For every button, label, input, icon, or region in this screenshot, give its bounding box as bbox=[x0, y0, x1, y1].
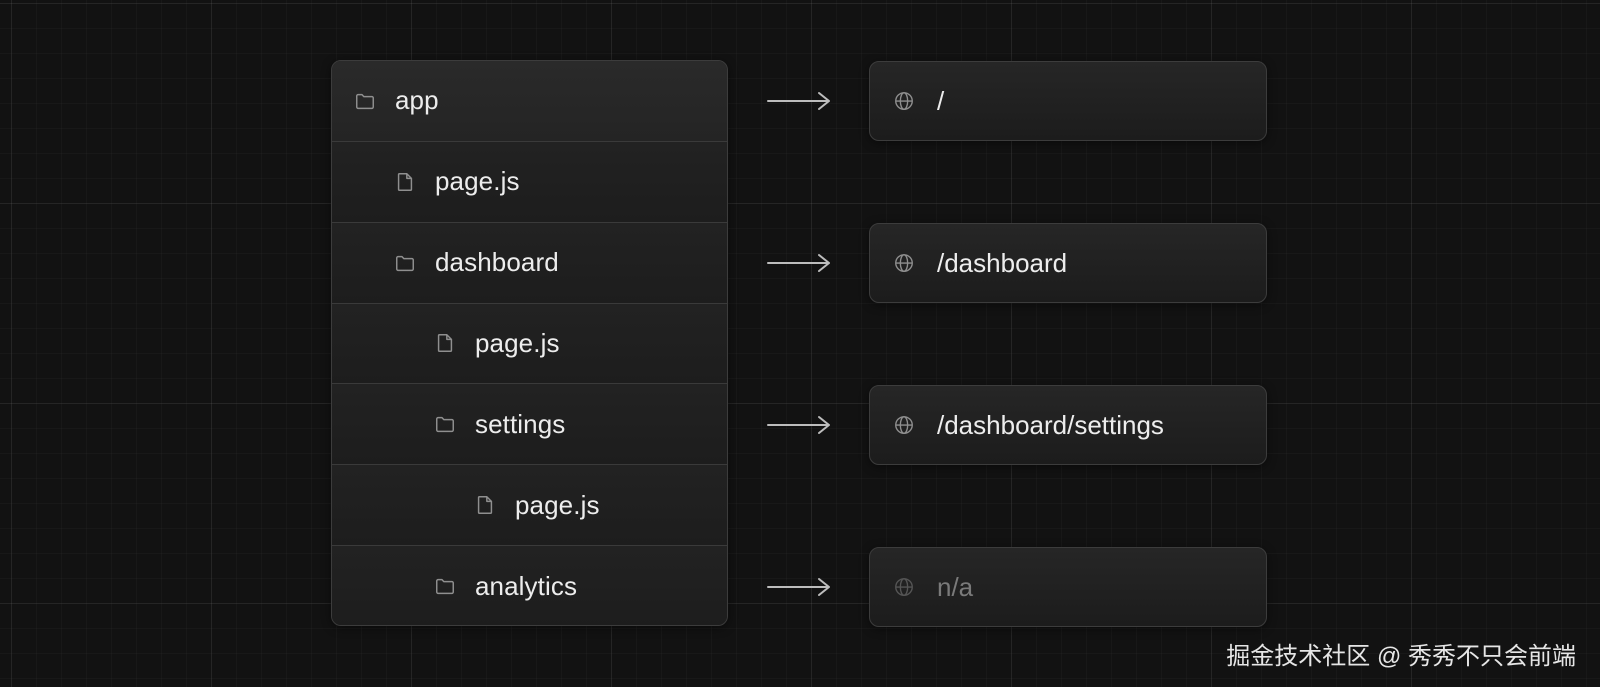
tree-item-label: page.js bbox=[435, 166, 520, 197]
file-icon bbox=[394, 171, 416, 193]
globe-icon bbox=[892, 413, 916, 437]
folder-icon bbox=[394, 252, 416, 274]
tree-item-page-js[interactable]: page.js bbox=[332, 141, 727, 223]
tree-item-label: settings bbox=[475, 408, 566, 439]
tree-item-label: analytics bbox=[475, 570, 578, 601]
folder-icon bbox=[434, 413, 456, 435]
tree-item-label: page.js bbox=[515, 489, 600, 520]
file-icon bbox=[434, 332, 456, 354]
arrow-right-icon bbox=[767, 254, 830, 272]
globe-icon bbox=[892, 89, 916, 113]
file-tree: app page.js dashboard page.js settings p… bbox=[331, 60, 728, 626]
route-analytics-na: n/a bbox=[869, 547, 1267, 627]
route-path: n/a bbox=[937, 571, 974, 602]
globe-icon bbox=[892, 251, 916, 275]
route-dashboard-settings[interactable]: /dashboard/settings bbox=[869, 385, 1267, 465]
tree-item-label: page.js bbox=[475, 327, 560, 358]
arrow-right-icon bbox=[767, 92, 830, 110]
tree-item-label: dashboard bbox=[435, 247, 559, 278]
tree-item-label: app bbox=[395, 85, 439, 116]
route-path: / bbox=[937, 85, 945, 116]
route-path: /dashboard bbox=[937, 247, 1068, 278]
route-path: /dashboard/settings bbox=[937, 409, 1164, 440]
tree-item-app[interactable]: app bbox=[332, 61, 727, 142]
tree-item-settings[interactable]: settings bbox=[332, 384, 727, 466]
tree-item-page-js[interactable]: page.js bbox=[332, 303, 727, 385]
tree-item-analytics[interactable]: analytics bbox=[332, 546, 727, 625]
watermark: 掘金技术社区 @ 秀秀不只会前端 bbox=[1226, 643, 1576, 670]
globe-icon bbox=[892, 575, 916, 599]
route-root[interactable]: / bbox=[869, 61, 1267, 141]
route-dashboard[interactable]: /dashboard bbox=[869, 223, 1267, 303]
tree-item-page-js[interactable]: page.js bbox=[332, 465, 727, 547]
arrow-right-icon bbox=[767, 578, 830, 596]
file-icon bbox=[474, 494, 496, 516]
arrow-right-icon bbox=[767, 416, 830, 434]
folder-icon bbox=[434, 575, 456, 597]
tree-item-dashboard[interactable]: dashboard bbox=[332, 222, 727, 304]
folder-icon bbox=[354, 90, 376, 112]
